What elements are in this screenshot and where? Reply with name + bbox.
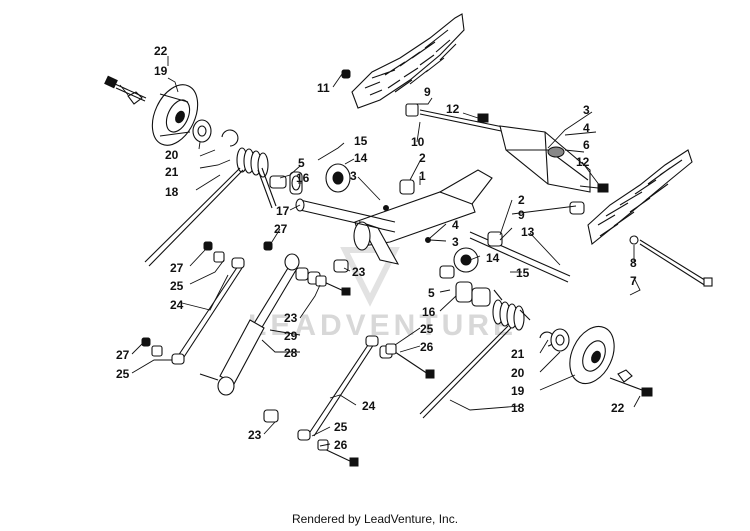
callout-20: 20: [511, 366, 525, 380]
callout-26: 26: [334, 438, 348, 452]
callout-16: 16: [296, 171, 310, 185]
watermark-text: LEADVENTURE: [248, 309, 517, 342]
callout-12: 12: [576, 155, 590, 169]
bracket-6: [499, 125, 591, 193]
grease-fitting-3-lower: [425, 237, 431, 243]
callout-21: 21: [511, 347, 525, 361]
shaft-13: [469, 231, 571, 283]
bumper-14-upper: [325, 163, 351, 193]
watermark-logo: [340, 247, 400, 307]
callout-23: 23: [284, 311, 298, 325]
callout-5: 5: [428, 286, 435, 300]
callout-22: 22: [611, 401, 625, 415]
spacer-23-center: [333, 259, 349, 273]
callout-18: 18: [165, 185, 179, 199]
washer-left: [127, 91, 143, 105]
callout-14: 14: [486, 251, 500, 265]
snap-ring-21-left: [221, 129, 239, 147]
callout-5: 5: [298, 156, 305, 170]
spacer-5-lower: [439, 265, 455, 279]
idler-wheel-right: [569, 325, 615, 385]
callout-25: 25: [334, 420, 348, 434]
callout-15: 15: [516, 266, 530, 280]
shaft-10: [405, 103, 509, 133]
swing-arm-1: [353, 169, 493, 265]
link-rod-24-left: [171, 257, 245, 365]
callout-9: 9: [424, 85, 431, 99]
callout-4: 4: [452, 218, 459, 232]
shaft-17: [295, 198, 396, 233]
callout-29: 29: [284, 329, 298, 343]
callout-3: 3: [350, 169, 357, 183]
nut-11: [341, 69, 351, 79]
callout-28: 28: [284, 346, 298, 360]
callout-24: 24: [170, 298, 184, 312]
rod-7: [629, 235, 713, 287]
callout-23: 23: [248, 428, 262, 442]
bushing-2-lower: [487, 231, 503, 247]
footer-credit: Rendered by LeadVenture, Inc.: [291, 512, 459, 526]
callout-27: 27: [116, 348, 130, 362]
callout-4: 4: [583, 121, 590, 135]
bearing-20-right: [550, 328, 570, 352]
callout-26: 26: [420, 340, 434, 354]
spacer-5-upper: [269, 175, 287, 189]
leader-lines: [119, 56, 641, 447]
bolt-22-left: [104, 75, 147, 102]
callout-24: 24: [362, 399, 376, 413]
bumper-14-lower: [453, 247, 479, 273]
callout-2: 2: [518, 193, 525, 207]
callout-18: 18: [511, 401, 525, 415]
callout-16: 16: [422, 305, 436, 319]
shock-absorber-28: [199, 253, 300, 396]
bushing-16-upper: [289, 171, 303, 195]
torsion-spring-right: [419, 289, 531, 419]
washer-right: [617, 369, 633, 383]
rail-upper: [351, 13, 465, 109]
watermark: LEADVENTURE: [248, 247, 517, 342]
bushing-16-lower: [455, 281, 491, 307]
callout-12: 12: [446, 102, 460, 116]
callout-27: 27: [170, 261, 184, 275]
callout-10: 10: [411, 135, 425, 149]
bushing-9-right: [569, 201, 585, 215]
callout-22: 22: [154, 44, 168, 58]
link-rod-24-right: [297, 335, 379, 441]
callout-11: 11: [317, 81, 330, 95]
grease-fitting-3-center: [383, 205, 389, 211]
callout-25: 25: [420, 322, 434, 336]
callout-25: 25: [116, 367, 130, 381]
callout-14: 14: [354, 151, 368, 165]
idler-wheel-left: [151, 84, 199, 146]
callout-21: 21: [165, 165, 179, 179]
callout-8: 8: [630, 256, 637, 270]
bearing-20-left: [192, 119, 212, 143]
callout-labels: 22 19 11 9 12 3 4 6 12 10 15 14 5 16 3 2…: [116, 44, 637, 452]
torsion-spring-left: [144, 147, 277, 267]
callout-2: 2: [419, 151, 426, 165]
callout-3: 3: [583, 103, 590, 117]
callout-6: 6: [583, 138, 590, 152]
callout-20: 20: [165, 148, 179, 162]
callout-23: 23: [352, 265, 366, 279]
bolt-12-right: [579, 183, 609, 193]
bushing-2-upper: [399, 179, 415, 195]
callout-17: 17: [276, 204, 290, 218]
callout-19: 19: [511, 384, 525, 398]
callout-3: 3: [452, 235, 459, 249]
callout-7: 7: [630, 274, 637, 288]
callout-13: 13: [521, 225, 535, 239]
callout-27: 27: [274, 222, 288, 236]
callout-25: 25: [170, 279, 184, 293]
rail-lower: [587, 149, 693, 245]
bolt-22-right: [609, 377, 653, 397]
bolts-26-25-27: [141, 241, 435, 467]
callout-15: 15: [354, 134, 368, 148]
callout-9: 9: [518, 208, 525, 222]
callout-19: 19: [154, 64, 168, 78]
bolt-12-upper: [477, 113, 489, 123]
callout-1: 1: [419, 169, 426, 183]
